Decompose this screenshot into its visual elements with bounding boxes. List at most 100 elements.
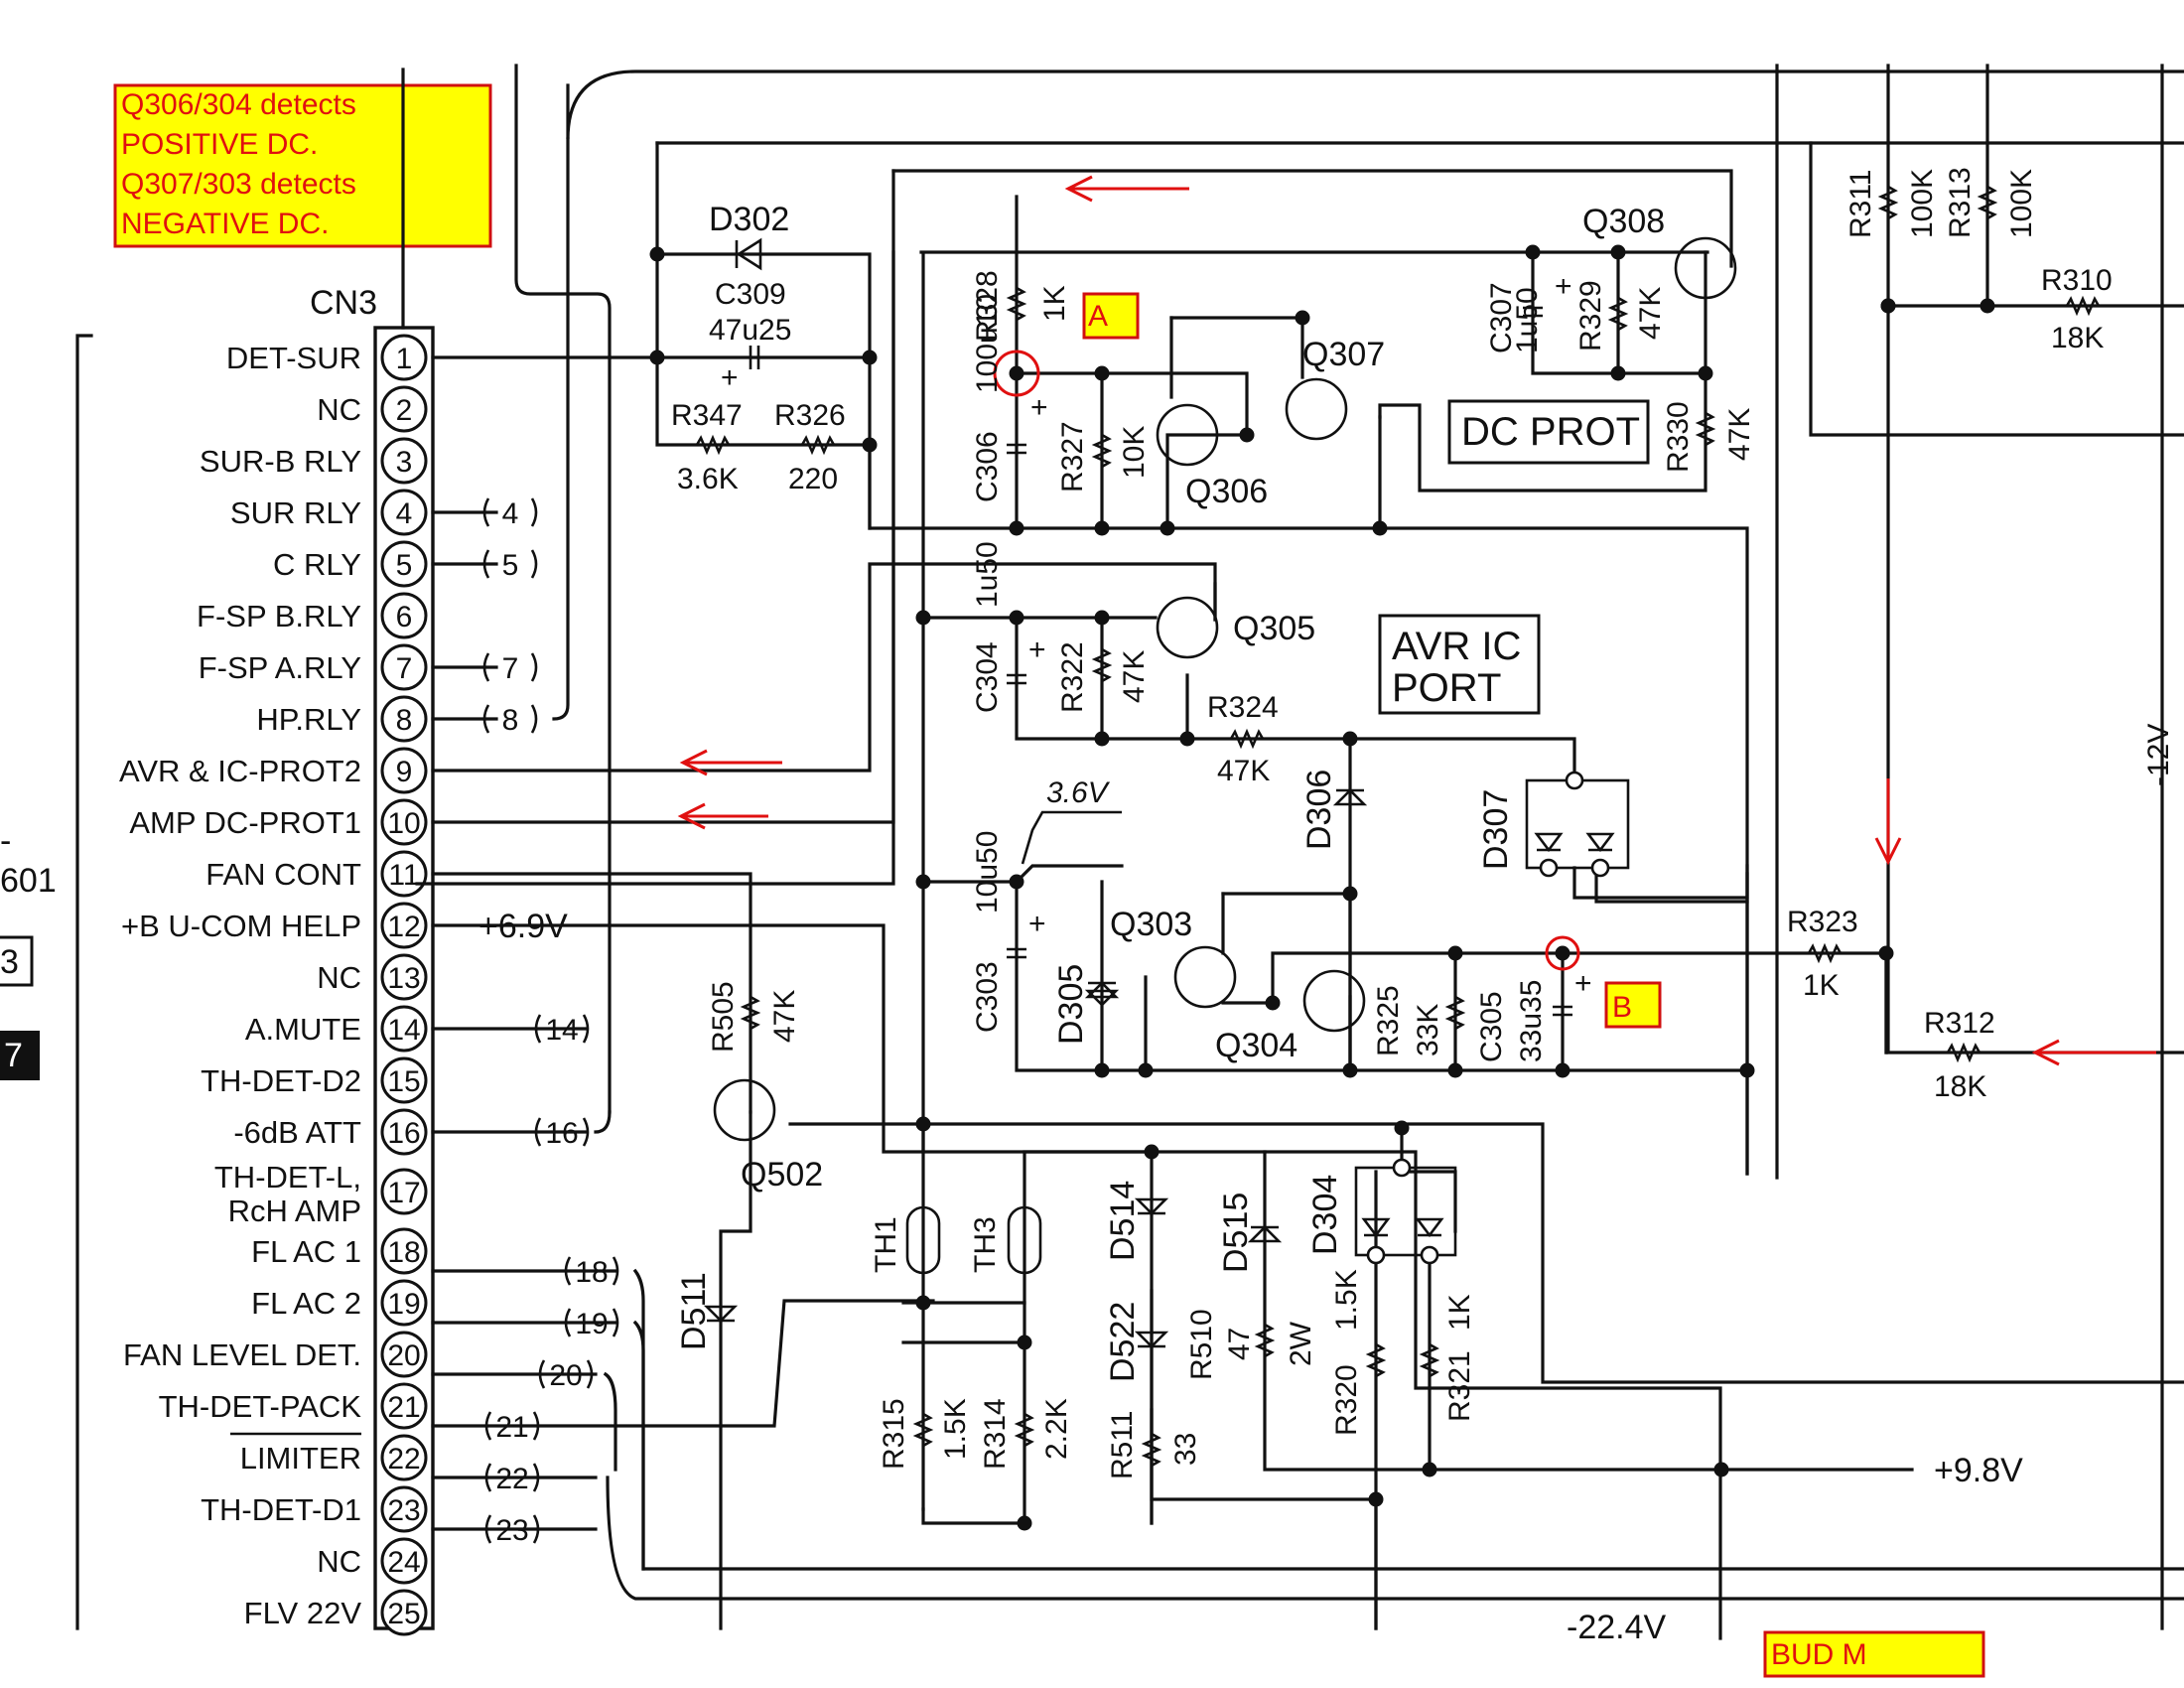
label-c305: C305 (1475, 991, 1508, 1062)
label-q305: Q305 (1233, 610, 1315, 647)
wire-tag-14-brackets (534, 1014, 590, 1044)
pin-12-label: +B U-COM HELP (121, 909, 361, 943)
label-r330-value: 47K (1723, 408, 1756, 461)
wire-tag-5: 5 (502, 549, 519, 582)
pin-12-circle (380, 902, 428, 949)
label-c304: C304 (971, 641, 1004, 713)
label-r330: R330 (1662, 401, 1695, 473)
pin-11-circle (380, 850, 428, 898)
pin-3-number: 3 (396, 446, 413, 479)
label-c306-value: 100u10 (971, 294, 1004, 393)
label-d511: D511 (675, 1272, 713, 1350)
label-c309: C309 (715, 278, 786, 311)
label-d522: D522 (1104, 1302, 1142, 1382)
pin-25-number: 25 (387, 1598, 420, 1630)
wiring (415, 64, 2184, 1640)
label-th3: TH3 (969, 1216, 1002, 1273)
wire-tag-7-brackets (482, 652, 538, 682)
label-r314-value: 2.2K (1040, 1398, 1073, 1460)
pin-5-circle (380, 540, 428, 588)
wire-tag-4-brackets (482, 497, 538, 527)
test-point-b-marker (1545, 935, 1580, 971)
label-r327: R327 (1056, 421, 1089, 492)
pin-1-circle (380, 334, 428, 381)
label-r325-value: 33K (1412, 1004, 1444, 1056)
pin-15-circle (380, 1056, 428, 1104)
pin-19-number: 19 (387, 1288, 420, 1321)
label-r328: R328 (971, 270, 1004, 342)
label-q306: Q306 (1185, 473, 1268, 510)
voltage-minus-12v: -12V (2142, 724, 2175, 786)
component-symbols (695, 185, 2101, 1468)
pin-5-number: 5 (396, 549, 413, 582)
note-line-3: Q307/303 detects (121, 168, 356, 201)
label-r323: R323 (1787, 906, 1858, 938)
label-d306: D306 (1300, 770, 1338, 850)
pin-1-number: 1 (396, 343, 413, 375)
label-r313-value: 100K (2005, 169, 2038, 238)
label-r320: R320 (1330, 1364, 1363, 1436)
test-point-b-box (1604, 981, 1662, 1029)
label-d514: D514 (1104, 1181, 1142, 1261)
label-r326-value: 220 (788, 463, 838, 495)
label-r329: R329 (1574, 280, 1607, 352)
connector-name: CN3 (310, 284, 377, 322)
pin-10-label: AMP DC-PROT1 (129, 805, 361, 840)
label-r327-value: 10K (1118, 426, 1151, 479)
pin-23-number: 23 (387, 1494, 420, 1527)
pin-2-circle (380, 385, 428, 433)
label-d515: D515 (1217, 1193, 1255, 1273)
label-r511: R511 (1106, 1411, 1139, 1480)
signal-arrows (677, 175, 2156, 1066)
pin-5-label: C RLY (273, 547, 361, 582)
label-r323-value: 1K (1803, 969, 1840, 1002)
pin-18-label: FL AC 1 (251, 1234, 361, 1269)
bud-label-box (1763, 1630, 1985, 1678)
edge-fragment-3: 3 (0, 943, 19, 981)
label-r310-value: 18K (2051, 322, 2104, 354)
label-r505: R505 (707, 981, 740, 1053)
pin-12-number: 12 (387, 911, 420, 943)
label-q307: Q307 (1302, 336, 1385, 373)
pin-7-circle (380, 643, 428, 691)
pin-11-number: 11 (388, 859, 419, 892)
edge-fragment-4: 7 (4, 1037, 23, 1074)
pin-19-circle (380, 1279, 428, 1327)
label-r324-value: 47K (1217, 755, 1270, 787)
pin-15-label: TH-DET-D2 (201, 1063, 361, 1098)
label-r329-value: 47K (1634, 287, 1667, 340)
label-r347: R347 (671, 399, 743, 432)
wire-tag-19-brackets (564, 1308, 619, 1337)
wire-tag-20: 20 (549, 1359, 582, 1392)
wire-tag-8: 8 (502, 704, 519, 737)
dc-prot-box (1447, 399, 1650, 465)
pin-22-number: 22 (387, 1443, 420, 1476)
wire-tag-18: 18 (575, 1256, 608, 1289)
pin-14-label: A.MUTE (245, 1012, 361, 1047)
pin-20-label: FAN LEVEL DET. (123, 1337, 361, 1372)
pin-6-label: F-SP B.RLY (197, 599, 361, 633)
pin-22-label: LIMITER (240, 1441, 361, 1476)
pin-22-circle (380, 1434, 428, 1481)
pin-16-number: 16 (387, 1117, 420, 1150)
pin-17-label: TH-DET-L, (214, 1160, 361, 1195)
label-d307: D307 (1477, 789, 1515, 870)
pin-3-label: SUR-B RLY (200, 444, 361, 479)
test-point-b-label: B (1612, 991, 1632, 1024)
pin-19-label: FL AC 2 (251, 1286, 361, 1321)
junction-dots (649, 244, 1995, 1531)
pin-21-circle (380, 1382, 428, 1430)
pin-18-circle (380, 1227, 428, 1275)
label-d305: D305 (1052, 964, 1090, 1045)
test-point-a-label: A (1088, 300, 1108, 333)
wire-tag-23-brackets (484, 1514, 540, 1544)
wire-tag-5-brackets (482, 549, 538, 579)
wire-tag-22-brackets (484, 1463, 540, 1492)
wire-tag-8-brackets (482, 704, 538, 734)
wire-tag-23: 23 (495, 1514, 528, 1547)
pin-8-label: HP.RLY (256, 702, 361, 737)
label-r511-value: 33 (1169, 1433, 1202, 1466)
sheet-bracket (75, 334, 93, 1630)
